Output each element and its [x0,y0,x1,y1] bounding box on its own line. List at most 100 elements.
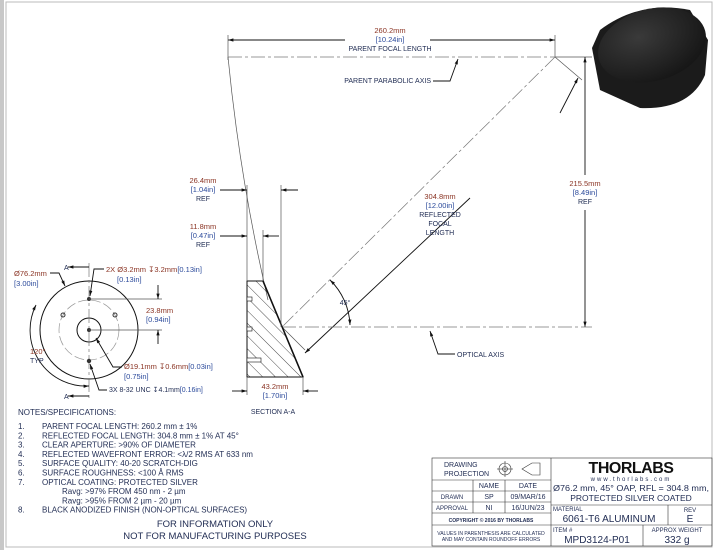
weight: 332 g [664,535,689,546]
tb-text: 09/MAR/16 [510,494,545,501]
optical-axis-callout: OPTICAL AXIS [429,330,505,359]
title-block-text: DRAWING PROJECTION NAME DATE DRAWN SP 09… [436,460,709,546]
angle-45: 45° [329,279,352,326]
note-text: SURFACE ROUGHNESS: <100 Å RMS [42,469,184,478]
hole-section [246,296,253,302]
height-dimension: 215.5mm [8.49in] REF [555,56,601,327]
tb-text: APPROVAL [436,506,469,512]
description: PROTECTED SILVER COATED [570,493,692,503]
dim-label: REF [578,199,592,206]
dim-label: LENGTH [426,230,454,237]
dim-label: FOCAL [428,221,451,228]
dim-mm: 215.5mm [569,179,600,188]
note-text: CLEAR APERTURE: >90% OF DIAMETER [42,441,196,450]
note-number: 2. [18,431,25,440]
bore-callout: Ø19.1mm ↧0.6mm[0.03in] [124,362,213,371]
dim-in: [0.47in] [191,231,216,240]
dim-26-4: 26.4mm [1.04in] REF [189,176,298,327]
section-a-a-profile [246,280,304,378]
reflected-axis [281,56,556,328]
hole-section [246,357,262,363]
note-number: 8. [18,506,25,515]
projection-symbol-icon [497,461,541,477]
dim-mm: 43.2mm [261,382,288,391]
tb-text: AND MAY CONTAIN ROUNDOFF ERRORS [442,537,541,543]
section-label: SECTION A-A [251,409,296,416]
tb-text: ITEM # [553,528,573,534]
note-text: REFLECTED FOCAL LENGTH: 304.8 mm ± 1% AT… [42,431,239,440]
note-number: 6. [18,469,25,478]
section-marker: A [64,265,69,272]
front-view: A A Ø76.2mm [3.00in] 2X Ø3.2mm ↧3.2mm[0.… [14,263,213,401]
note-text: Ravg: >97% FROM 450 nm - 2 µm [62,487,186,496]
notes: NOTES/SPECIFICATIONS: 1.PARENT FOCAL LEN… [18,408,307,542]
tb-text: NI [486,505,493,512]
note-text: REFLECTED WAVEFRONT ERROR: <λ/2 RMS AT 6… [42,450,253,459]
material: 6061-T6 ALUMINUM [563,514,656,525]
tapped-callout: 3X 8-32 UNC ↧4.1mm[0.16in] [109,386,203,394]
item-number: MPD3124-P01 [564,535,630,546]
thorlabs-logo: THORLABS [589,460,675,477]
typ-label: TYP [30,358,44,365]
dim-mm: 304.8mm [424,192,455,201]
note-number: 7. [18,478,25,487]
angle-120: 120° [30,347,46,356]
tb-text: DATE [519,483,537,490]
website: www.thorlabs.com [590,477,672,483]
mirror-render [592,7,708,109]
tb-text: MATERIAL [553,507,583,513]
tb-text: SP [484,494,494,501]
reflected-focal-dimension: 304.8mm [12.00in] REFLECTED FOCAL LENGTH [281,56,583,354]
dim-in: [12.00in] [426,201,455,210]
dim-43-2: 43.2mm [1.70in] [232,377,318,400]
left-frame [0,0,4,550]
dim-label: REFLECTED [419,212,461,219]
tb-text: APPROX WEIGHT [652,528,703,534]
rev: E [687,514,694,525]
dim-in: [1.70in] [263,391,288,400]
dim-mm: 23.8mm [146,306,173,315]
dim-mm: 26.4mm [189,176,216,185]
tb-text: VALUES IN PARENTHESIS ARE CALCULATED [437,531,545,537]
tb-text: COPYRIGHT © 2016 BY THORLABS [449,517,534,524]
tb-text: 16/JUN/23 [511,505,544,512]
note-text: BLACK ANODIZED FINISH (NON-OPTICAL SURFA… [42,506,247,515]
disclaimer: FOR INFORMATION ONLY [157,519,274,530]
parent-focal-dimension: 260.2mm [10.24in] PARENT FOCAL LENGTH [227,26,556,60]
notes-title: NOTES/SPECIFICATIONS: [18,408,116,417]
dim-label: REF [196,196,210,203]
diameter-mm: Ø76.2mm [14,269,47,278]
parent-axis-label: PARENT PARABOLIC AXIS [344,78,431,85]
tb-text: DRAWING [444,462,478,469]
note-text: Ravg: >95% FROM 2 µm - 20 µm [62,496,182,505]
dim-11-8: 11.8mm [0.47in] REF [190,222,279,281]
tb-text: REV [684,508,696,514]
dim-mm: 260.2mm [374,26,405,35]
sheet-border [5,1,713,548]
dim-in: [1.04in] [191,185,216,194]
holes-callout-in: [0.13in] [117,275,142,284]
note-text: PARENT FOCAL LENGTH: 260.2 mm ± 1% [42,422,197,431]
dim-in: [8.49in] [573,188,598,197]
section-marker: A [64,394,69,401]
dim-label: PARENT FOCAL LENGTH [348,46,431,53]
hole-section [246,326,253,332]
disclaimer: NOT FOR MANUFACTURING PURPOSES [123,531,307,542]
note-number: 5. [18,459,25,468]
mirror-surface [262,280,304,378]
description: Ø76.2 mm, 45° OAP, RFL = 304.8 mm, [553,483,709,493]
title-block [431,457,713,547]
note-number: 3. [18,441,25,450]
diameter-in: [3.00in] [14,279,39,288]
tb-text: NAME [479,483,500,490]
tb-text: PROJECTION [444,471,489,478]
parent-parabola [227,56,269,301]
optical-axis-label: OPTICAL AXIS [457,352,505,359]
dim-in: [0.94in] [146,315,171,324]
note-number: 4. [18,450,25,459]
holes-callout: 2X Ø3.2mm ↧3.2mm[0.13in] [106,265,202,274]
dim-mm: 11.8mm [190,222,217,231]
note-text: SURFACE QUALITY: 40-20 SCRATCH-DIG [42,459,198,468]
bore-callout-in: [0.75in] [124,372,149,381]
dim-in: [10.24in] [376,35,405,44]
